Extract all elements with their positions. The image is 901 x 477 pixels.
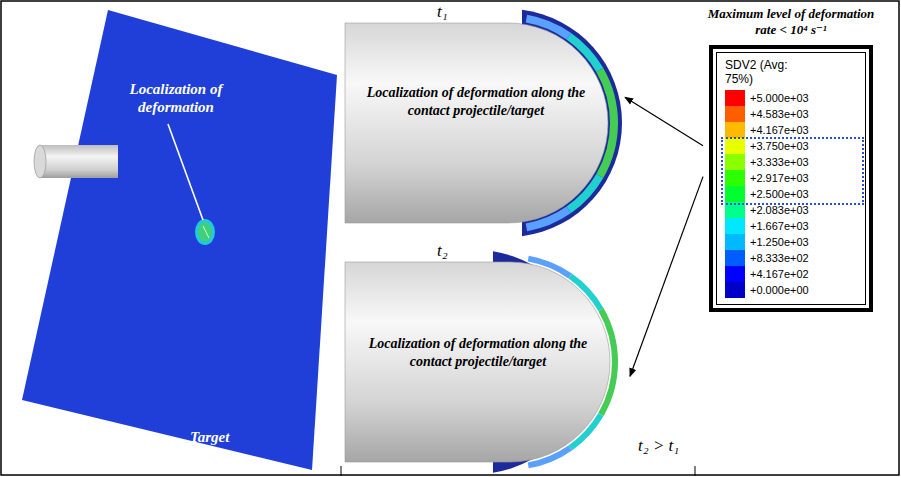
legend-swatch [725,186,745,202]
legend-row: +5.000e+03 [725,90,857,106]
panel-divider [341,466,342,476]
projectile-section [345,10,622,236]
legend-value: +4.167e+03 [750,124,809,136]
legend-value: +0.000e+00 [750,284,809,296]
projectile-body [345,262,610,462]
projectile-section [345,251,615,472]
legend-value: +8.333e+02 [750,252,809,264]
part-label: Target [190,428,229,446]
legend-row: +1.667e+03 [725,218,857,234]
legend-swatch [725,154,745,170]
target-plate [22,10,337,470]
legend-value: +2.500e+03 [750,188,809,200]
legend-swatch [725,266,745,282]
legend-row: +3.333e+03 [725,154,857,170]
contour-legend-box: Maximum level of deformation rate < 10⁴ … [703,4,879,312]
legend-value: +2.917e+03 [750,172,809,184]
time-label: t₁ [437,2,448,22]
legend-row: +3.750e+03 [725,138,857,154]
legend-value: +1.667e+03 [750,220,809,232]
section-panel: t₁ Localization of deformation along the … [345,2,625,240]
impact-spot [195,219,215,245]
arrow-connector [625,97,703,146]
legend-swatch [725,218,745,234]
projectile-body [345,23,608,223]
legend-row: +4.167e+02 [725,266,857,282]
callout-label: Localization of deformation [110,80,242,116]
time-label: t₂ [437,241,448,261]
legend-row: +2.917e+03 [725,170,857,186]
projectile-sections [345,10,622,473]
legend-value: +5.000e+03 [750,92,809,104]
deformation-note: Localization of deformation along the co… [365,335,591,371]
panel-divider [695,466,696,476]
legend-value: +3.750e+03 [750,140,809,152]
legend-value: +1.250e+03 [750,236,809,248]
legend-swatch [725,170,745,186]
legend-row: +4.583e+03 [725,106,857,122]
legend-value: +4.167e+02 [750,268,809,280]
legend-value: +3.333e+03 [750,156,809,168]
legend-inner-frame: SDV2 (Avg: 75%) +5.000e+03 +4.583e+03 +4.16… [716,52,866,306]
time-note: t₂ > t₁ [638,436,679,456]
projectile-rod [34,145,118,178]
legend-row: +4.167e+03 [725,122,857,138]
legend-row: +2.500e+03 [725,186,857,202]
legend-swatch [725,106,745,122]
legend-value: +2.083e+03 [750,204,809,216]
legend-row: +0.000e+00 [725,282,857,298]
legend-swatch [725,234,745,250]
legend-frame: SDV2 (Avg: 75%) +5.000e+03 +4.583e+03 +4.16… [709,45,873,313]
legend-title: Maximum level of deformation rate < 10⁴ … [703,6,879,39]
legend-swatch [725,138,745,154]
legend-swatch [725,122,745,138]
leader-line [168,124,203,220]
arrow-connector [630,177,703,377]
legend-value: +4.583e+03 [750,108,809,120]
section-panel: t₂ Localization of deformation along the … [345,240,630,475]
legend-heading: SDV2 (Avg: 75%) [725,58,805,87]
legend-row: +8.333e+02 [725,250,857,266]
legend-swatch [725,282,745,298]
deformation-note: Localization of deformation along the co… [363,84,589,120]
legend-row: +2.083e+03 [725,202,857,218]
legend-swatch [725,202,745,218]
legend-swatch [725,90,745,106]
legend-row: +1.250e+03 [725,234,857,250]
legend-swatch [725,250,745,266]
